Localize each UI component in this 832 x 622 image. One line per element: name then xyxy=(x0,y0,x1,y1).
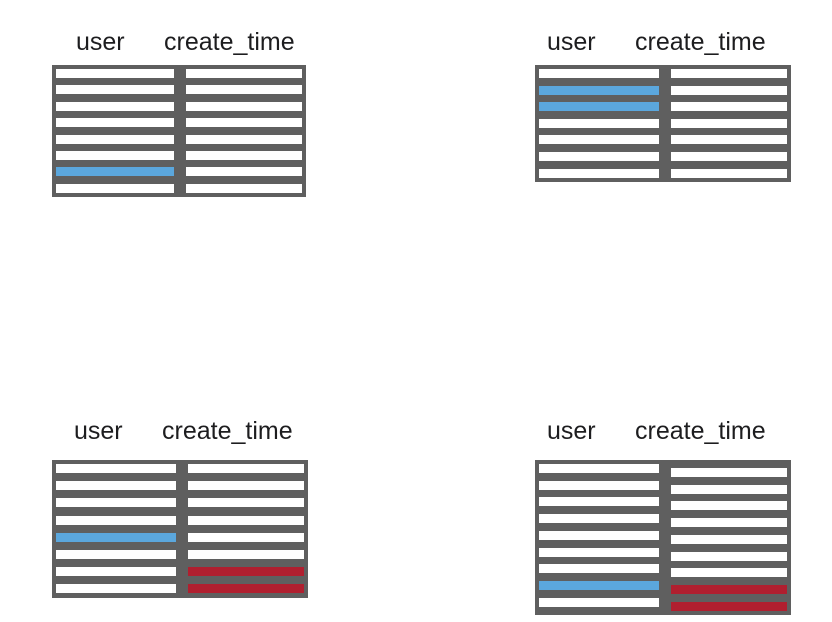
table-column-create_time xyxy=(184,460,308,598)
table-cell xyxy=(671,568,787,578)
table-cell xyxy=(671,468,787,477)
table-cell xyxy=(671,484,787,494)
table-cell xyxy=(539,135,659,145)
table-cell xyxy=(671,168,787,178)
table-cell xyxy=(539,514,659,524)
table-cell xyxy=(671,118,787,128)
table-column-user xyxy=(52,65,178,197)
table-cell xyxy=(539,464,659,473)
table-cell-highlight-blue xyxy=(539,580,659,590)
table-column-user xyxy=(535,65,663,182)
table-cell xyxy=(539,564,659,574)
table-cell xyxy=(56,498,176,508)
table-cell xyxy=(56,515,176,525)
table-top-right: user create_time xyxy=(535,26,791,182)
table-cell xyxy=(671,501,787,511)
table-bottom-right: user create_time xyxy=(535,415,791,615)
table-cell xyxy=(671,518,787,528)
table-cell xyxy=(56,550,176,559)
column-header-user: user xyxy=(74,417,123,445)
table-cell xyxy=(186,69,302,78)
table-cell xyxy=(56,481,176,491)
column-header-user: user xyxy=(76,28,125,56)
table-cell xyxy=(539,547,659,557)
table-cell xyxy=(671,534,787,544)
table-cell xyxy=(186,118,302,128)
table-cell xyxy=(188,498,304,508)
column-header-create-time: create_time xyxy=(635,417,766,445)
table-cell-highlight-red xyxy=(188,584,304,594)
table-column-user xyxy=(52,460,180,598)
table-cell-highlight-blue xyxy=(56,532,176,542)
table-cell xyxy=(56,464,176,473)
table-grid xyxy=(52,65,306,197)
table-cell xyxy=(671,135,787,145)
table-column-create_time xyxy=(667,460,791,615)
column-header-row: user create_time xyxy=(52,26,306,64)
table-cell xyxy=(56,584,176,594)
table-cell-highlight-red xyxy=(671,601,787,611)
table-cell xyxy=(539,152,659,161)
table-bottom-left: user create_time xyxy=(52,415,308,598)
table-cell xyxy=(56,134,174,144)
table-grid xyxy=(535,65,791,182)
column-header-user: user xyxy=(547,417,596,445)
table-cell xyxy=(539,69,659,78)
table-cell xyxy=(188,464,304,473)
table-top-left: user create_time xyxy=(52,26,306,197)
table-cell xyxy=(186,134,302,144)
column-header-row: user create_time xyxy=(52,415,308,453)
table-cell xyxy=(671,69,787,78)
table-cell xyxy=(186,167,302,177)
table-cell xyxy=(188,550,304,559)
table-cell xyxy=(56,151,174,160)
table-cell xyxy=(539,480,659,490)
table-cell xyxy=(56,567,176,577)
table-cell xyxy=(539,597,659,607)
column-header-row: user create_time xyxy=(535,415,791,453)
table-cell xyxy=(671,152,787,161)
table-cell-highlight-blue xyxy=(56,167,174,177)
table-cell xyxy=(186,151,302,160)
table-cell-highlight-blue xyxy=(539,85,659,95)
table-cell-highlight-blue xyxy=(539,102,659,112)
table-grid xyxy=(52,460,308,598)
column-header-user: user xyxy=(547,28,596,56)
table-cell xyxy=(186,85,302,95)
table-cell xyxy=(56,183,174,193)
table-cell xyxy=(188,532,304,542)
table-cell xyxy=(188,515,304,525)
table-cell xyxy=(56,118,174,128)
table-cell xyxy=(539,168,659,178)
table-cell xyxy=(539,530,659,540)
table-column-user xyxy=(535,460,663,615)
table-column-create_time xyxy=(182,65,306,197)
table-cell xyxy=(56,101,174,111)
table-cell xyxy=(56,85,174,95)
table-cell xyxy=(56,69,174,78)
table-cell xyxy=(539,118,659,128)
table-column-create_time xyxy=(667,65,791,182)
table-cell xyxy=(188,481,304,491)
column-header-row: user create_time xyxy=(535,26,791,64)
table-cell-highlight-red xyxy=(188,567,304,577)
table-grid xyxy=(535,460,791,615)
table-cell-highlight-red xyxy=(671,584,787,594)
table-cell xyxy=(671,85,787,95)
column-header-create-time: create_time xyxy=(162,417,293,445)
table-cell xyxy=(671,551,787,561)
column-header-create-time: create_time xyxy=(164,28,295,56)
table-cell xyxy=(186,183,302,193)
table-cell xyxy=(671,102,787,112)
column-header-create-time: create_time xyxy=(635,28,766,56)
table-cell xyxy=(186,101,302,111)
table-cell xyxy=(539,497,659,507)
